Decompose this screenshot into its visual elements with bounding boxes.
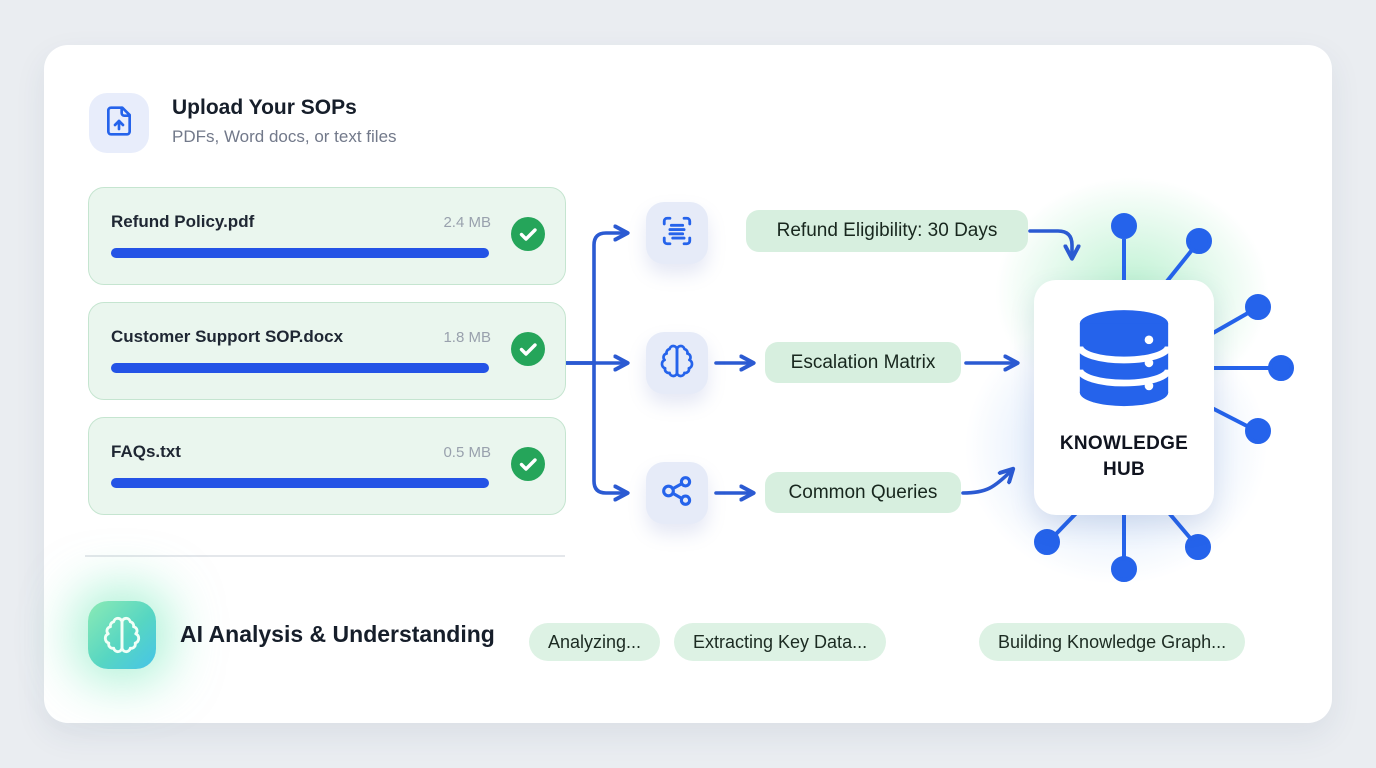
check-icon: [511, 217, 545, 251]
extracted-fact-pill: Refund Eligibility: 30 Days: [746, 210, 1028, 252]
file-row: Refund Policy.pdf 2.4 MB: [88, 187, 566, 285]
file-size: 2.4 MB: [443, 214, 491, 231]
file-name: Customer Support SOP.docx: [111, 327, 344, 346]
file-name: FAQs.txt: [111, 442, 181, 461]
share-network-icon: [660, 474, 694, 513]
file-size: 1.8 MB: [443, 329, 491, 346]
section-divider: [85, 555, 565, 557]
status-badge: Analyzing...: [529, 623, 661, 661]
brain-gradient-icon: [88, 601, 156, 669]
scan-text-icon: [660, 214, 694, 253]
processing-tile: [646, 462, 708, 524]
file-row: FAQs.txt 0.5 MB: [88, 417, 566, 515]
check-icon: [511, 447, 545, 481]
progress-bar: [111, 363, 489, 373]
brain-icon: [659, 343, 695, 384]
processing-tile: [646, 332, 708, 394]
file-name: Refund Policy.pdf: [111, 212, 255, 231]
progress-bar: [111, 478, 489, 488]
processing-tile: [646, 202, 708, 264]
status-badge: Extracting Key Data...: [674, 623, 887, 661]
file-row: Customer Support SOP.docx 1.8 MB: [88, 302, 566, 400]
extracted-fact-pill: Common Queries: [765, 472, 961, 513]
database-icon: [1076, 308, 1172, 417]
analysis-section-title: AI Analysis & Understanding: [180, 621, 495, 647]
knowledge-hub-card: KNOWLEDGE HUB: [1034, 280, 1214, 515]
upload-tile: [89, 93, 149, 153]
check-icon: [511, 332, 545, 366]
file-size: 0.5 MB: [443, 444, 491, 461]
page-title: Upload Your SOPs: [172, 96, 357, 119]
extracted-fact-pill: Escalation Matrix: [765, 342, 961, 383]
status-badge: Building Knowledge Graph...: [979, 623, 1246, 661]
page-subtitle: PDFs, Word docs, or text files: [172, 127, 397, 146]
file-upload-icon: [103, 105, 135, 142]
main-card: Upload Your SOPs PDFs, Word docs, or tex…: [44, 45, 1332, 723]
knowledge-hub-label: KNOWLEDGE HUB: [1059, 433, 1189, 480]
progress-bar: [111, 248, 489, 258]
